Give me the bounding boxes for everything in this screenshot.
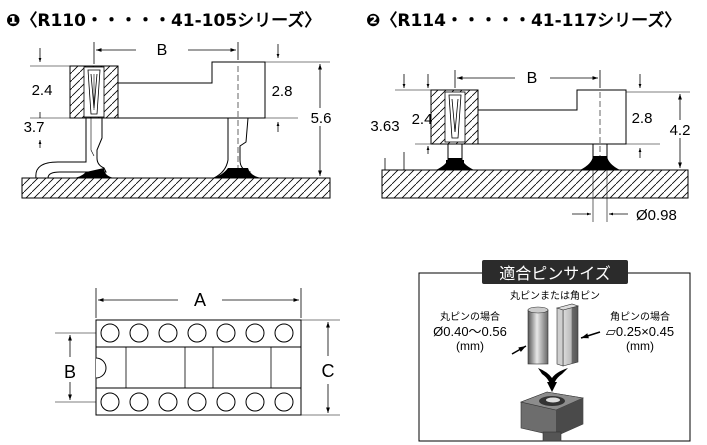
dim-diameter-label: Ø0.98 [636,207,677,224]
square-pin-label: 角ピンの場合 [610,310,670,323]
square-pin-size: ▱0.25×0.45 [606,324,674,339]
dim-5-6-label: 5.6 [311,110,332,127]
dim-b-label: B [157,42,168,59]
round-pin-unit: (mm) [456,339,484,353]
pin-size-panel: 適合ピンサイズ 丸ピンまたは角ピン 丸ピンの場合 Ø0.40〜0.56 (mm)… [418,260,691,442]
pin-panel-title-bg [482,260,628,284]
dim-a-label: A [194,290,206,310]
dim-c-label: C [322,361,335,381]
series-2-title: ❷〈R114・・・・・41-117シリーズ〉 [366,11,682,31]
pin-holes-bottom [100,392,294,412]
diagram-2-cross-section: B 3.63 2.4 2.8 4.2 Ø0.98 [370,70,692,224]
down-arrow [547,382,557,392]
square-pin-unit: (mm) [626,339,654,353]
pcb-board-2 [381,169,689,199]
dim-4-2-label: 4.2 [670,122,691,139]
socket-contact-illustration [519,391,585,442]
pin-holes-top [100,323,294,343]
dim-2-4-label-2: 2.4 [412,111,433,128]
square-pin-illustration [555,303,601,367]
left-lead [35,117,107,179]
round-pin-illustration [511,306,549,365]
dim-b-label-3: B [64,362,76,382]
pcb-board [21,177,331,199]
round-pin-size: Ø0.40〜0.56 [433,324,507,339]
dim-3-7-label: 3.7 [24,119,45,136]
pin-panel-title: 適合ピンサイズ [499,265,611,283]
dim-2-4-label: 2.4 [32,82,53,99]
dim-3-63-label: 3.63 [370,118,399,135]
round-pin-label: 丸ピンの場合 [440,310,500,323]
socket-top-view: A B C [55,288,340,416]
pin-panel-subtitle: 丸ピンまたは角ピン [510,289,600,302]
dim-2-8-label: 2.8 [272,83,293,100]
dim-2-8-label-2: 2.8 [632,110,653,127]
series-1-title: ❶〈R110・・・・・41-105シリーズ〉 [6,11,322,31]
right-lead [213,117,251,179]
diagram-1-cross-section: B 2.4 3.7 2.8 5.6 [21,42,333,199]
dim-b-label-2: B [527,70,538,87]
